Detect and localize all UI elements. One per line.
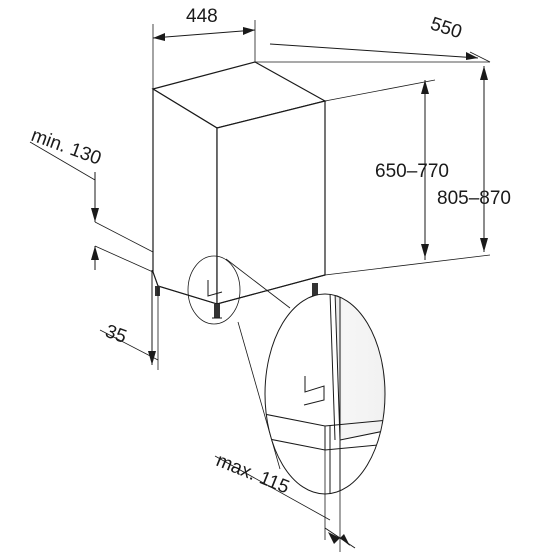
detail-marker-circle xyxy=(187,255,241,325)
depth-label: 550 xyxy=(428,13,465,43)
appliance-door xyxy=(216,100,326,305)
plinth-depth-dimension: 35 xyxy=(99,270,159,370)
plinth-depth-label: 35 xyxy=(102,321,129,348)
niche-height-dimension: 650–770 xyxy=(324,79,491,276)
width-dimension: 448 xyxy=(152,6,256,89)
magnified-detail xyxy=(264,293,386,495)
total-height-label: 805–870 xyxy=(437,188,511,209)
niche-height-label: 650–770 xyxy=(375,161,449,182)
width-label: 448 xyxy=(186,6,218,27)
appliance-body xyxy=(151,61,327,319)
min-clearance-dimension: min. 130 xyxy=(28,125,154,273)
total-height-dimension: 805–870 xyxy=(437,66,511,252)
depth-dimension: 550 xyxy=(255,13,491,63)
